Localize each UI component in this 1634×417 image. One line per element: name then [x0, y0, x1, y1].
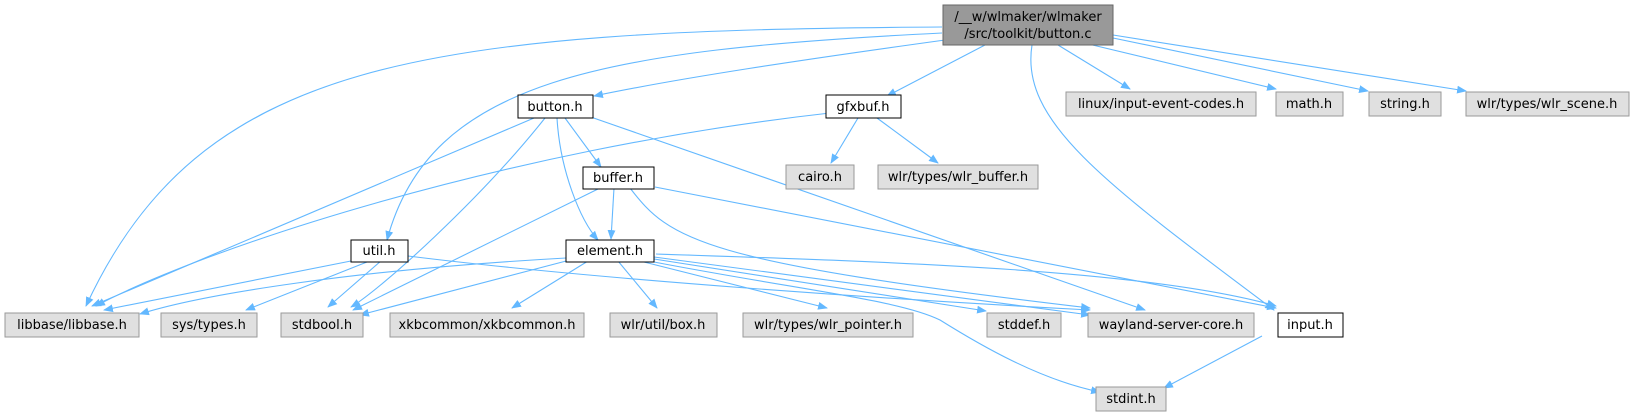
edge-element-to-box — [617, 260, 658, 309]
node-stdint-h[interactable]: stdint.h — [1095, 386, 1167, 412]
node-button-c-line2: /src/toolkit/button.c — [964, 27, 1091, 42]
edge-button-c-to-util — [385, 32, 943, 241]
node-buffer-h-label: buffer.h — [593, 171, 643, 186]
node-util-h-label: util.h — [363, 244, 396, 259]
node-xkbcommon-h[interactable]: xkbcommon/xkbcommon.h — [389, 312, 585, 338]
node-stdint-h-label: stdint.h — [1106, 392, 1155, 407]
node-wlr-buffer-h[interactable]: wlr/types/wlr_buffer.h — [877, 164, 1039, 190]
node-button-c-line1: /__w/wlmaker/wlmaker — [954, 10, 1102, 25]
node-wayland-server-core-h-label: wayland-server-core.h — [1099, 318, 1244, 333]
node-wlr-box-h[interactable]: wlr/util/box.h — [609, 312, 718, 338]
edge-util-to-sys-types — [245, 259, 373, 311]
node-stddef-h-label: stddef.h — [998, 318, 1050, 333]
node-linux-input-event-codes[interactable]: linux/input-event-codes.h — [1065, 91, 1257, 117]
node-cairo-h-label: cairo.h — [798, 170, 842, 185]
node-gfxbuf-h[interactable]: gfxbuf.h — [825, 94, 902, 119]
node-wayland-server-core-h[interactable]: wayland-server-core.h — [1087, 312, 1255, 338]
edge-button-h-to-stdbool — [350, 117, 546, 308]
edge-element-to-stdbool — [359, 259, 571, 317]
edge-element-to-pointer — [639, 260, 828, 310]
edge-button-c-to-wlr-scene — [1112, 34, 1467, 94]
node-buffer-h[interactable]: buffer.h — [582, 166, 655, 190]
edge-button-h-to-buffer — [564, 117, 602, 168]
node-sys-types-h-label: sys/types.h — [172, 318, 246, 333]
node-stdbool-h-label: stdbool.h — [292, 318, 352, 333]
node-wlr-scene-h[interactable]: wlr/types/wlr_scene.h — [1465, 91, 1630, 117]
node-util-h[interactable]: util.h — [350, 239, 409, 263]
node-linux-input-event-codes-label: linux/input-event-codes.h — [1078, 97, 1244, 112]
edge-element-to-xkbcommon — [511, 260, 589, 309]
edge-element-to-stdint — [653, 261, 1101, 395]
edge-button-h-to-wayland — [584, 114, 1146, 311]
node-sys-types-h[interactable]: sys/types.h — [160, 312, 258, 338]
node-libbase-h[interactable]: libbase/libbase.h — [4, 312, 140, 338]
node-math-h-label: math.h — [1286, 97, 1332, 112]
edge-element-to-libbase — [139, 257, 567, 316]
node-button-c[interactable]: /__w/wlmaker/wlmaker /src/toolkit/button… — [942, 4, 1114, 46]
node-input-h-label: input.h — [1287, 318, 1333, 333]
node-wlr-buffer-h-label: wlr/types/wlr_buffer.h — [888, 170, 1028, 185]
edge-element-to-wayland — [653, 256, 1091, 318]
edge-gfxbuf-to-wlr-buffer — [876, 117, 939, 164]
edge-button-c-to-button-h — [593, 39, 946, 99]
edge-buffer-to-element — [607, 187, 616, 240]
node-input-h[interactable]: input.h — [1277, 312, 1344, 338]
edge-input-to-stdint — [1163, 335, 1263, 389]
node-element-h[interactable]: element.h — [565, 239, 655, 263]
node-gfxbuf-h-label: gfxbuf.h — [836, 100, 889, 115]
node-libbase-h-label: libbase/libbase.h — [17, 318, 127, 333]
edge-button-c-to-string — [1112, 37, 1369, 94]
node-button-h-label: button.h — [527, 100, 582, 115]
edge-button-c-to-input — [1030, 44, 1275, 311]
edge-util-to-libbase — [103, 259, 357, 313]
edge-button-c-to-libbase — [85, 26, 943, 307]
edge-button-h-to-element — [556, 117, 599, 241]
edge-element-to-input — [655, 253, 1277, 308]
edge-gfxbuf-to-cairo — [830, 117, 859, 164]
edge-buffer-to-stdbool — [352, 187, 601, 311]
node-wlr-pointer-h[interactable]: wlr/types/wlr_pointer.h — [742, 312, 914, 338]
node-string-h-label: string.h — [1380, 97, 1430, 112]
node-stdbool-h[interactable]: stdbool.h — [280, 312, 364, 338]
node-string-h[interactable]: string.h — [1368, 91, 1442, 117]
edge-button-h-to-libbase — [91, 117, 535, 307]
edge-buffer-to-input — [654, 186, 1277, 311]
node-element-h-label: element.h — [577, 244, 643, 259]
edge-button-c-to-math — [1079, 41, 1277, 91]
node-cairo-h[interactable]: cairo.h — [785, 164, 855, 190]
edge-element-to-stddef — [653, 258, 987, 314]
node-math-h[interactable]: math.h — [1275, 91, 1344, 117]
edge-gfxbuf-to-libbase — [95, 112, 831, 307]
node-wlr-box-h-label: wlr/util/box.h — [621, 318, 706, 333]
edge-button-c-to-linux-input — [1057, 44, 1131, 90]
edge-buffer-to-wayland — [629, 187, 1091, 311]
edge-util-to-stdbool — [327, 259, 383, 308]
node-xkbcommon-h-label: xkbcommon/xkbcommon.h — [399, 318, 576, 333]
node-wlr-scene-h-label: wlr/types/wlr_scene.h — [1477, 97, 1618, 112]
node-wlr-pointer-h-label: wlr/types/wlr_pointer.h — [754, 318, 902, 333]
edges — [85, 26, 1467, 395]
node-stddef-h[interactable]: stddef.h — [986, 312, 1062, 338]
edge-button-c-to-gfxbuf — [886, 44, 986, 97]
node-button-h[interactable]: button.h — [517, 94, 594, 119]
